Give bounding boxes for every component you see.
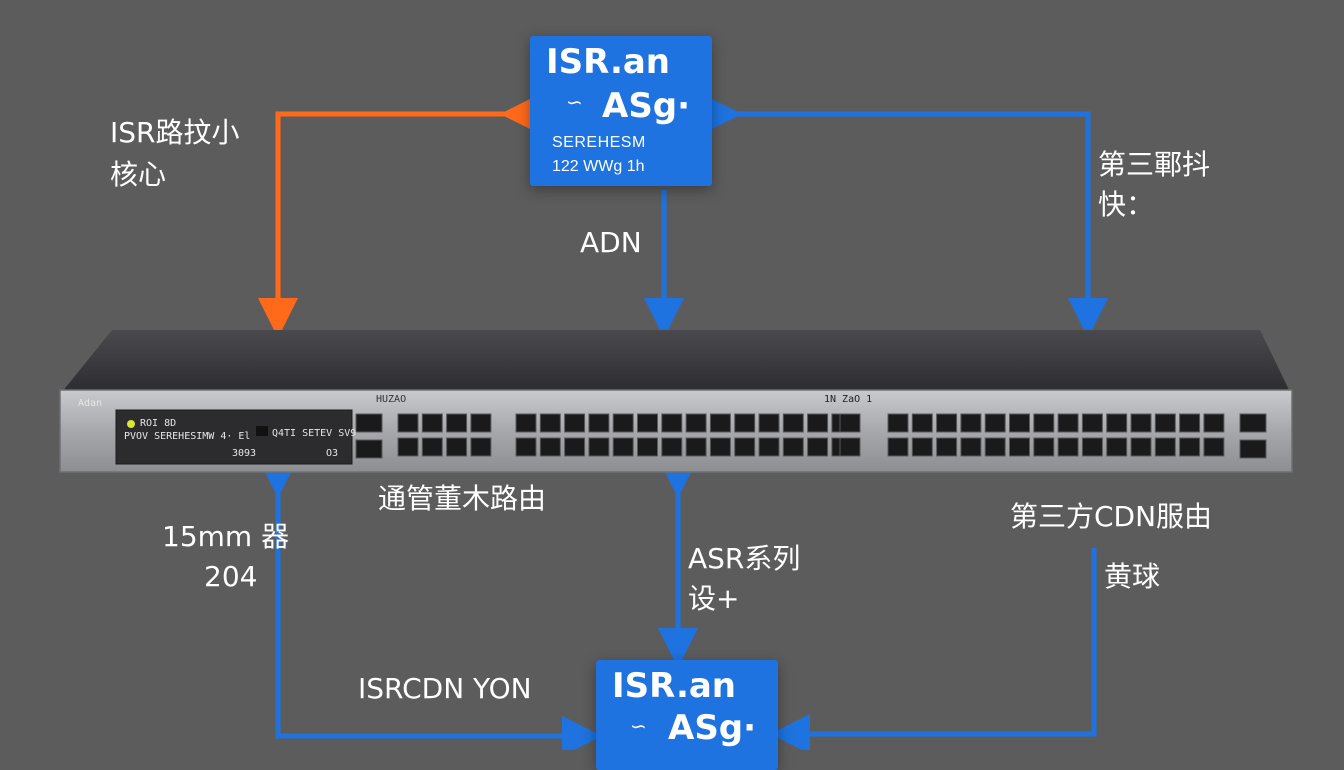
- label-left-bottom-line2: 204: [204, 560, 258, 593]
- top-router-card: ISR.an ∽ ASg· SEREHESM 122 WWg 1h: [530, 36, 712, 186]
- label-adn: ADN: [580, 226, 642, 259]
- switch-panel-id: O3: [326, 448, 339, 459]
- label-asr-line2: 设+: [688, 582, 740, 615]
- signal-icon: ∽: [630, 714, 647, 738]
- diagram-canvas: ISR.an ∽ ASg· SEREHESM 122 WWg 1h ISR.an…: [59, 36, 1293, 770]
- label-asr-line1: ASR系列: [688, 542, 801, 575]
- switch-top-label: HUZAO: [376, 394, 407, 405]
- switch-panel-line2: PVOV SEREHESIMW 4· El: [124, 431, 251, 442]
- arrow-third-party-top: [702, 94, 1108, 338]
- label-isr-core-line1: ISR路抆小: [110, 116, 240, 149]
- top-card-title: ISR.an: [546, 42, 671, 82]
- label-isr-core-line2: 核心: [110, 158, 167, 191]
- switch-panel-line1: ROI 8D: [140, 418, 177, 429]
- top-card-line2: 122 WWg 1h: [552, 158, 645, 175]
- label-switch-routing: 通管董木路由: [378, 482, 547, 515]
- bottom-card-title: ISR.an: [612, 666, 737, 706]
- top-card-subtitle: ASg·: [602, 86, 691, 126]
- label-yellow-ball: 黄球: [1104, 560, 1161, 593]
- switch-right-label: 1N ZaO 1: [824, 394, 873, 405]
- arrow-cdn-right: [770, 548, 1097, 750]
- label-third-party-line2: 快：: [1098, 188, 1155, 221]
- arrow-isr-core: [258, 94, 540, 338]
- label-isrcdn: ISRCDN YON: [358, 672, 532, 705]
- switch-panel-model: Q4TI SETEV SV9: [272, 428, 357, 439]
- label-left-bottom-line1: 15mm 器: [162, 520, 290, 553]
- bottom-card-subtitle: ASg·: [668, 708, 757, 748]
- signal-icon: ∽: [566, 90, 583, 114]
- label-third-party-cdn: 第三方CDN服由: [1010, 500, 1213, 533]
- switch-brand: Adan: [78, 398, 103, 409]
- label-third-party-line1: 第三鄆抖: [1098, 148, 1211, 181]
- connection-arrows: [258, 94, 1108, 750]
- arrow-isrcdn: [258, 458, 602, 750]
- bottom-router-card: ISR.an ∽ ASg·: [596, 660, 778, 770]
- top-card-line1: SEREHESM: [552, 134, 646, 151]
- switch-panel-code: 3093: [232, 448, 257, 459]
